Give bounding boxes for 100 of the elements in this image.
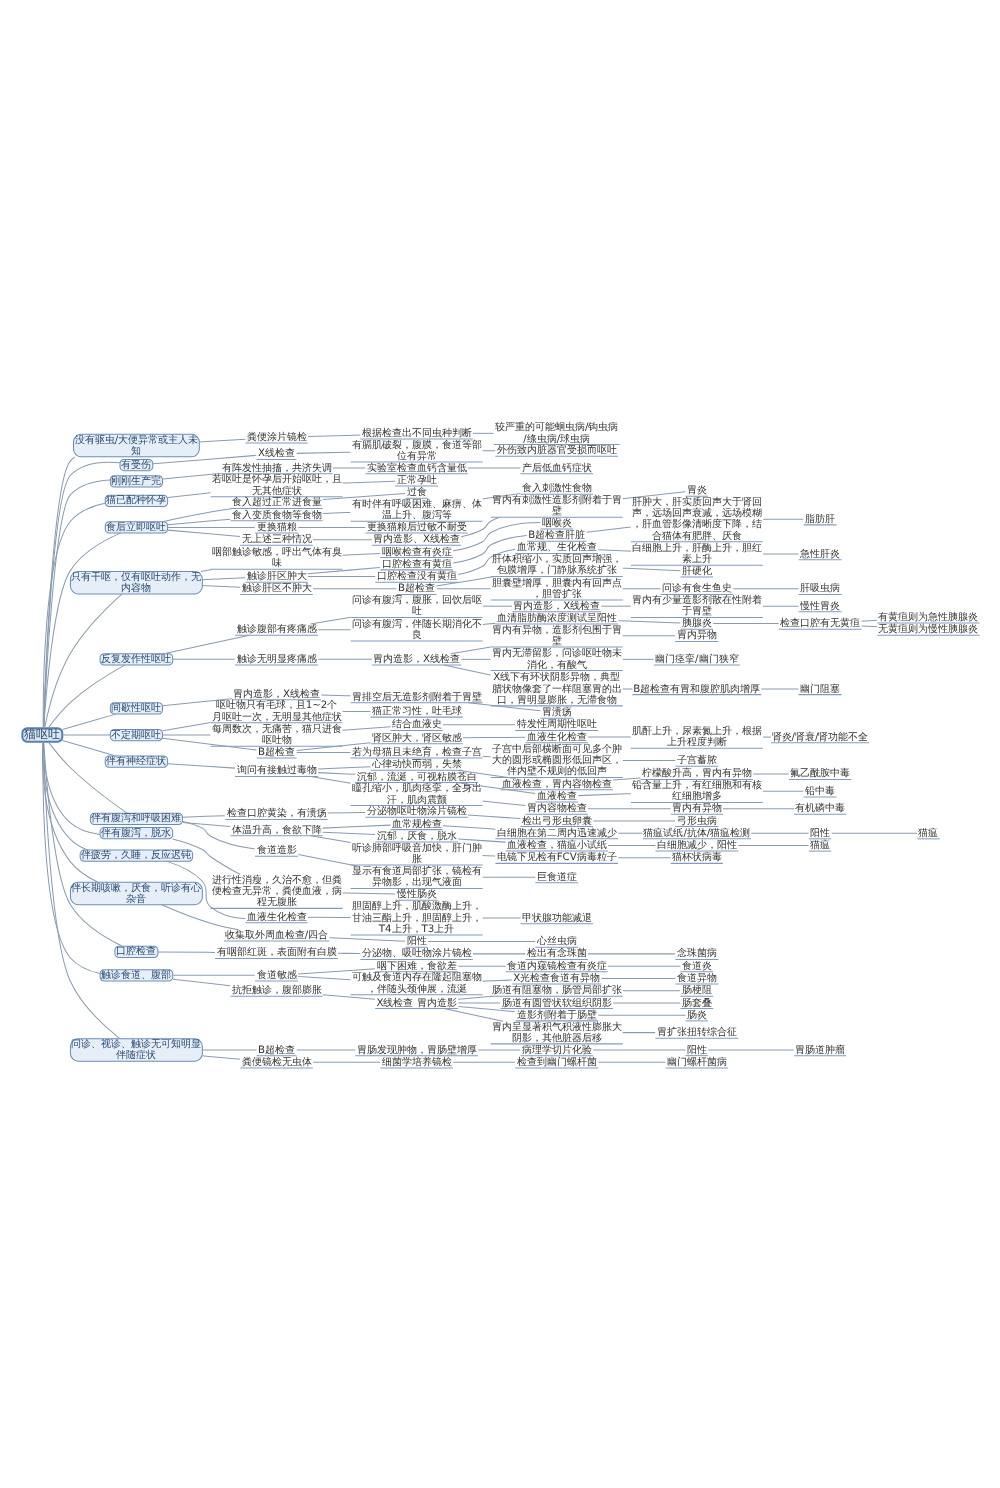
connector — [596, 1060, 665, 1062]
connector — [616, 831, 642, 833]
connector — [296, 853, 357, 866]
connector — [156, 950, 215, 952]
connector — [441, 824, 495, 829]
connector — [830, 831, 917, 833]
connector — [761, 789, 803, 791]
connector — [171, 657, 235, 659]
connector — [591, 1048, 686, 1050]
connector — [295, 1048, 355, 1050]
connector — [466, 701, 540, 711]
connector — [481, 854, 495, 856]
connector — [761, 604, 799, 606]
connector — [46, 663, 125, 728]
connector — [737, 843, 809, 845]
connector — [591, 819, 675, 821]
connector — [341, 891, 395, 894]
connector — [171, 977, 230, 986]
connector — [42, 531, 120, 728]
connector — [296, 967, 375, 974]
connector — [621, 989, 680, 991]
connector — [599, 604, 631, 606]
connector — [466, 466, 520, 468]
connector — [200, 584, 240, 587]
connector — [459, 657, 491, 659]
connector — [161, 697, 232, 706]
connector — [46, 740, 127, 813]
connector — [759, 687, 799, 689]
connector — [461, 735, 525, 738]
connector — [616, 856, 671, 858]
connector — [311, 587, 396, 589]
connector — [860, 618, 877, 621]
connector — [181, 821, 230, 826]
connector — [321, 993, 375, 999]
connector — [42, 740, 120, 1039]
connector — [611, 776, 640, 780]
connector — [471, 431, 494, 433]
connector — [166, 525, 255, 527]
connector — [306, 915, 351, 918]
connector — [596, 548, 631, 551]
connector — [341, 479, 395, 483]
connector — [309, 615, 351, 624]
connector — [341, 552, 380, 555]
connector — [459, 515, 499, 537]
connector — [481, 604, 512, 606]
connector — [721, 807, 794, 809]
connector — [60, 733, 110, 735]
connector — [41, 740, 98, 882]
connector — [166, 491, 210, 497]
connector — [161, 471, 220, 479]
connector — [42, 478, 110, 728]
connector — [316, 771, 355, 774]
connector — [321, 510, 350, 513]
connector — [295, 450, 350, 453]
connector — [456, 768, 516, 778]
connector — [599, 976, 675, 978]
connector — [731, 587, 799, 589]
connector — [296, 525, 365, 527]
connector — [476, 1048, 520, 1050]
connector — [761, 735, 771, 737]
connector — [456, 1005, 515, 1012]
connector — [43, 592, 122, 728]
connector — [451, 521, 540, 551]
connector — [711, 622, 779, 624]
connector — [160, 903, 238, 930]
connector — [165, 859, 245, 919]
connector — [309, 774, 351, 783]
connector — [319, 693, 350, 696]
connector — [751, 772, 789, 774]
connector — [761, 552, 799, 554]
connector — [456, 994, 492, 999]
connector — [41, 740, 100, 973]
connector — [616, 619, 680, 623]
connector — [166, 762, 235, 768]
connector — [171, 973, 255, 975]
connector — [336, 951, 360, 953]
connector — [181, 814, 225, 817]
connector — [309, 834, 351, 843]
connector — [296, 975, 350, 980]
connector — [181, 819, 255, 849]
connector — [621, 634, 675, 636]
connector — [321, 823, 390, 828]
connector — [327, 936, 405, 941]
connector — [295, 750, 350, 752]
connector — [761, 517, 803, 519]
connector — [451, 533, 527, 563]
connector — [586, 807, 671, 809]
connector — [151, 453, 256, 464]
connector — [621, 587, 660, 589]
connector — [426, 940, 535, 942]
connector — [621, 687, 632, 689]
connector — [576, 792, 631, 796]
connector — [621, 657, 654, 659]
connector — [481, 754, 491, 757]
connector — [60, 739, 116, 756]
connector — [606, 964, 680, 966]
connector — [449, 645, 491, 654]
connector — [166, 517, 230, 525]
connector — [306, 575, 375, 576]
connector — [435, 575, 494, 586]
